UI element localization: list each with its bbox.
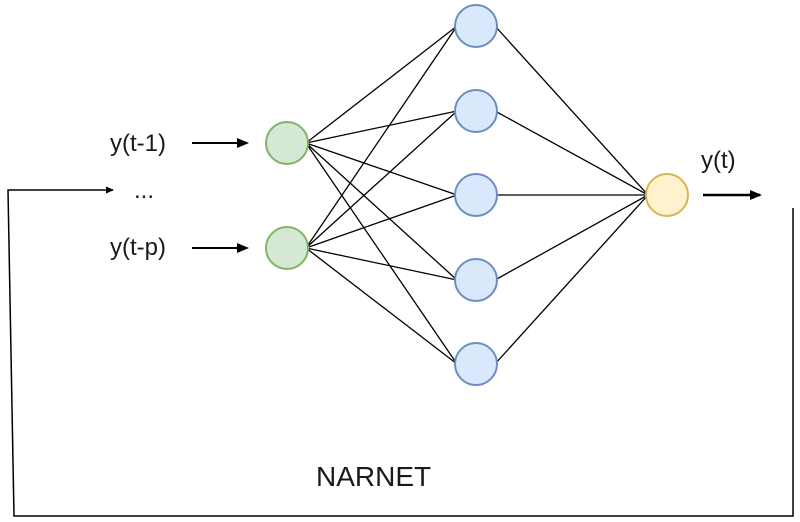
hidden-node-2 bbox=[454, 89, 498, 133]
connection-input1-hidden1 bbox=[305, 25, 458, 144]
feedback-loop bbox=[7, 186, 794, 517]
connection-hidden2-output bbox=[494, 110, 649, 196]
connection-input2-hidden5 bbox=[305, 247, 458, 365]
connection-input2-hidden1 bbox=[305, 25, 458, 249]
hidden-node-3 bbox=[454, 173, 498, 217]
input-node-1 bbox=[265, 121, 309, 165]
connection-input1-hidden3 bbox=[305, 142, 458, 196]
input-label-t-p: y(t-p) bbox=[110, 234, 166, 261]
connection-input1-hidden2 bbox=[305, 110, 458, 144]
connections bbox=[305, 25, 649, 365]
connection-hidden1-output bbox=[494, 25, 649, 196]
connection-hidden4-output bbox=[494, 194, 649, 281]
connection-input2-hidden3 bbox=[305, 194, 458, 249]
diagram-title: NARNET bbox=[316, 461, 431, 492]
connection-input1-hidden4 bbox=[305, 142, 458, 281]
input-label-t-1: y(t-1) bbox=[110, 130, 166, 157]
connection-hidden5-output bbox=[494, 194, 649, 365]
output-node bbox=[645, 173, 689, 217]
hidden-node-4 bbox=[454, 258, 498, 302]
nodes bbox=[265, 4, 689, 386]
input-node-2 bbox=[265, 226, 309, 270]
output-label: y(t) bbox=[701, 147, 736, 174]
connection-input2-hidden4 bbox=[305, 247, 458, 281]
hidden-node-5 bbox=[454, 342, 498, 386]
hidden-node-1 bbox=[454, 4, 498, 48]
connection-input2-hidden2 bbox=[305, 110, 458, 249]
input-label-ellipsis: ... bbox=[134, 177, 154, 204]
connection-input1-hidden5 bbox=[305, 142, 458, 365]
